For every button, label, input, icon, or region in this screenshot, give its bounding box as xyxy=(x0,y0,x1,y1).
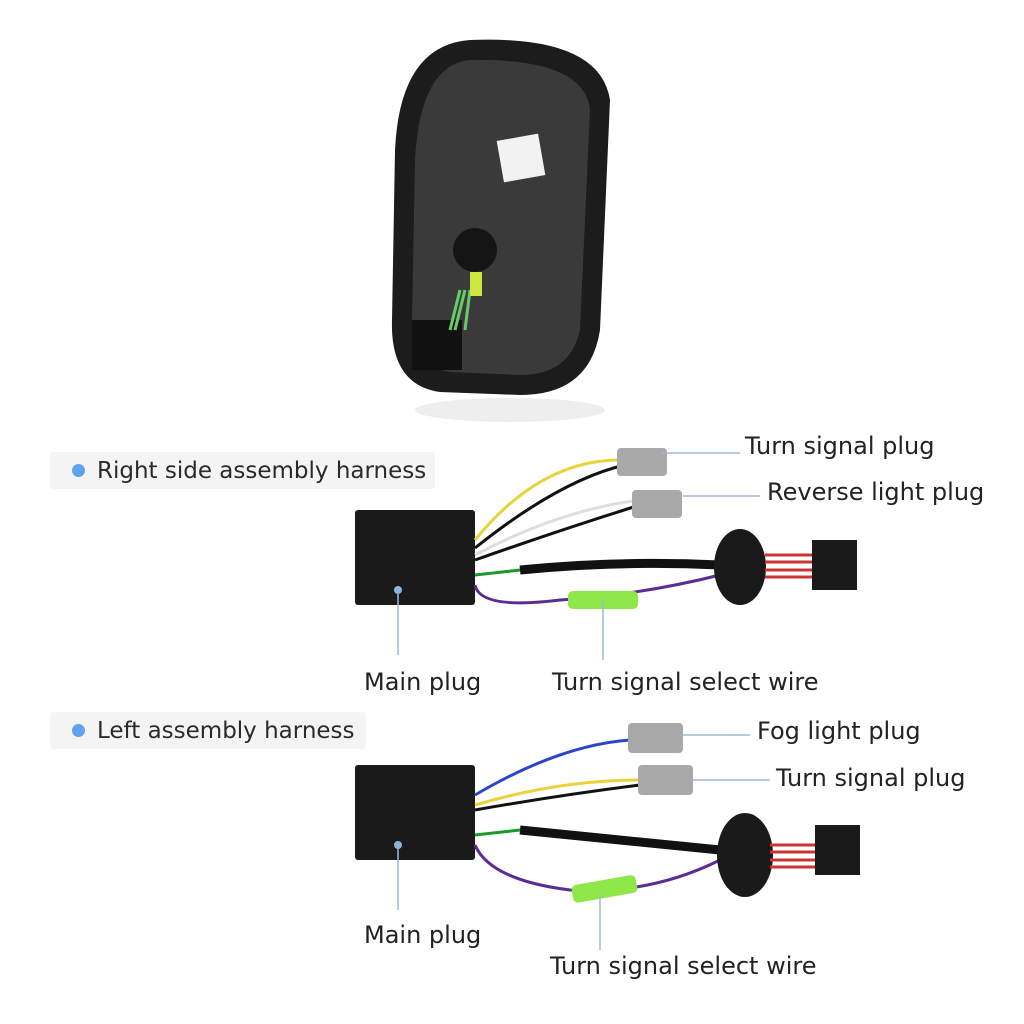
left-main-plug-label: Main plug xyxy=(364,921,482,949)
left-fog-light-plug-label: Fog light plug xyxy=(757,717,921,745)
right-reverse-light-plug-label: Reverse light plug xyxy=(767,478,985,506)
bullet-dot-icon xyxy=(72,464,85,477)
left-turn-signal-plug-label: Turn signal plug xyxy=(776,764,966,792)
right-harness-illustration xyxy=(355,448,857,660)
right-harness-title-text: Right side assembly harness xyxy=(97,457,427,484)
right-turn-signal-plug-label: Turn signal plug xyxy=(745,432,935,460)
right-harness-title: Right side assembly harness xyxy=(50,452,435,489)
bullet-dot-icon xyxy=(72,724,85,737)
right-turn-signal-select-wire-label: Turn signal select wire xyxy=(552,668,819,696)
left-harness-illustration xyxy=(355,723,860,950)
left-harness-title: Left assembly harness xyxy=(50,712,366,749)
left-turn-signal-select-wire-label: Turn signal select wire xyxy=(550,952,817,980)
right-main-plug-label: Main plug xyxy=(364,668,482,696)
tail-light-housing xyxy=(391,39,610,422)
left-harness-title-text: Left assembly harness xyxy=(97,717,355,744)
